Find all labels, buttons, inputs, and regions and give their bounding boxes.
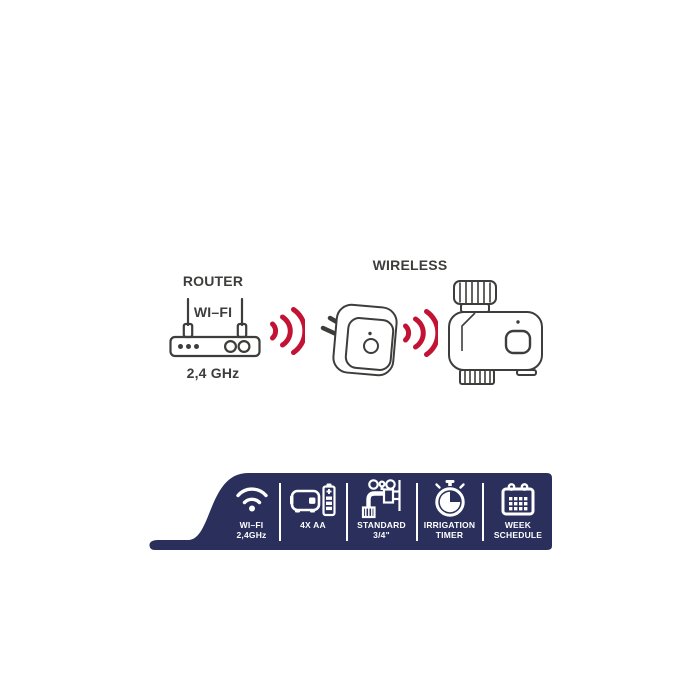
router-label-line2: WI–FI: [193, 303, 233, 320]
feature-label: STANDARD 3/4": [357, 520, 406, 540]
feature-batteries: 4X AA: [280, 470, 346, 551]
tap-icon: [361, 479, 401, 519]
feature-label: IRRIGATION TIMER: [423, 520, 476, 540]
divider: [416, 483, 418, 541]
router-label-line1: ROUTER: [182, 272, 244, 289]
feature-tap: STANDARD 3/4": [347, 470, 416, 551]
calendar-icon: [501, 483, 535, 516]
router-illustration: [169, 297, 261, 358]
feature-banner: WI–FI 2,4GHz: [148, 470, 554, 551]
feature-label: WI–FI 2,4GHz: [236, 520, 267, 540]
water-timer-illustration: [448, 280, 543, 385]
feature-label: 4X AA: [300, 520, 326, 530]
feature-wifi: WI–FI 2,4GHz: [224, 470, 279, 551]
smart-plug-illustration: [320, 303, 398, 377]
divider: [346, 483, 348, 541]
battery-icon: [290, 483, 336, 516]
wifi-icon: [235, 487, 268, 512]
router-label: ROUTER WI–FI: [158, 258, 268, 336]
wifi-signal-left-icon: [270, 307, 305, 355]
feature-timer: IRRIGATION TIMER: [417, 470, 482, 551]
divider: [279, 483, 281, 541]
wireless-label: WIRELESS: [372, 257, 448, 273]
feature-schedule: WEEK SCHEDULE: [484, 470, 552, 551]
stopwatch-icon: [434, 480, 465, 517]
router-frequency-label: 2,4 GHz: [186, 365, 240, 381]
divider: [482, 483, 484, 541]
wifi-signal-right-icon: [403, 309, 438, 357]
feature-banner-background: [149, 473, 552, 550]
feature-label: WEEK SCHEDULE: [493, 520, 543, 540]
